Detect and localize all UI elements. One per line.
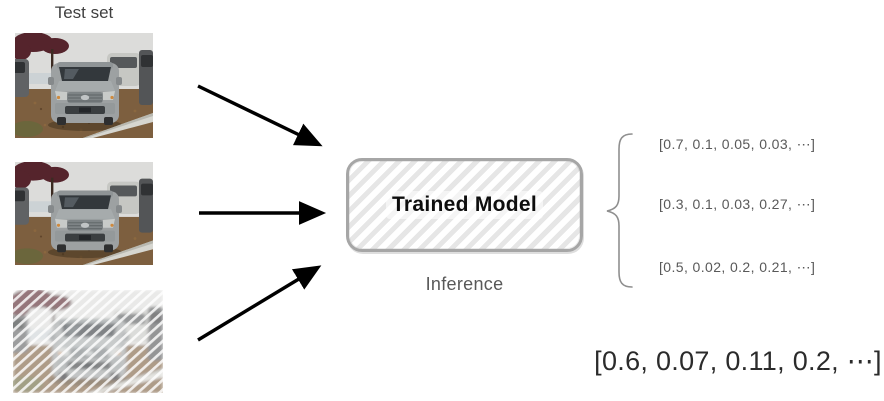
output-vector-3: [0.5, 0.02, 0.2, 0.21, ⋯] — [659, 259, 816, 275]
inference-label: Inference — [425, 274, 504, 294]
trained-model-label: Trained Model — [385, 191, 544, 219]
trained-model-box: Trained Model — [346, 158, 583, 252]
test-image-clean-1 — [15, 33, 153, 138]
output-vector-2: [0.3, 0.1, 0.03, 0.27, ⋯] — [659, 196, 816, 212]
aggregated-output: [0.6, 0.07, 0.11, 0.2, ⋯] — [594, 346, 882, 376]
curly-brace-icon — [606, 133, 633, 288]
arrow-bottom — [197, 265, 322, 342]
test-image-corrupted — [13, 290, 163, 393]
arrow-top — [197, 84, 323, 147]
output-vector-1: [0.7, 0.1, 0.05, 0.03, ⋯] — [659, 136, 816, 152]
test-set-label: Test set — [54, 3, 114, 22]
test-image-clean-2 — [15, 162, 153, 265]
